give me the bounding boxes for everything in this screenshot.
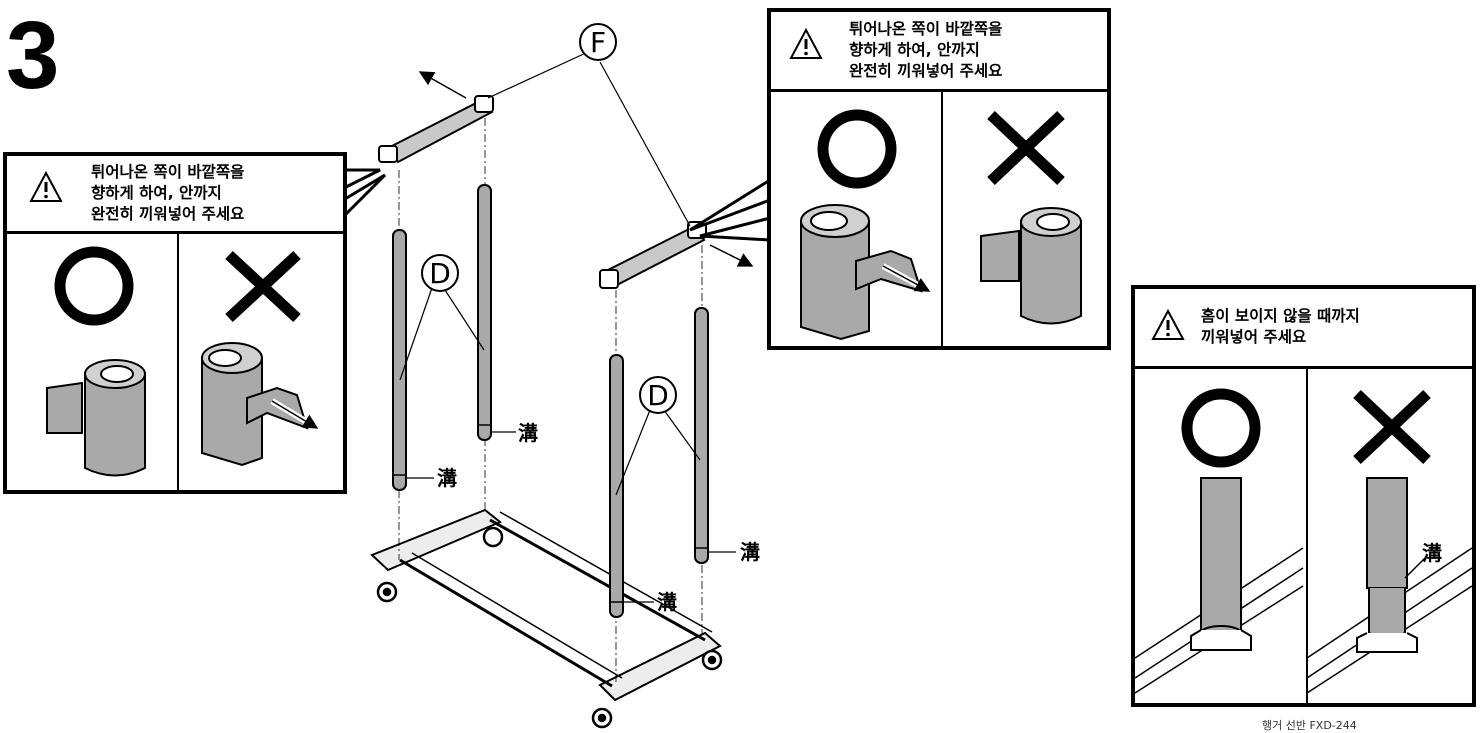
groove-label: 溝 [657, 590, 677, 614]
part-label-f: F [590, 26, 606, 59]
warning-triangle-icon [29, 171, 63, 202]
part-label-d-right: D [647, 379, 669, 412]
groove-label: 溝 [1422, 541, 1442, 565]
part-label-f-circle [579, 23, 617, 61]
step-number: 3 [6, 2, 60, 109]
cross-x-icon [1353, 389, 1431, 465]
top-right-instruction-panel: 튀어나온 쪽이 바깥쪽을 향하게 하여, 안까지 완전히 끼워넣어 주세요 [767, 8, 1111, 350]
top-right-panel-illustrations [800, 109, 1082, 341]
circle-o-icon [817, 109, 897, 189]
warning-triangle-icon [1151, 309, 1185, 340]
bottom-right-instruction-panel: 홈이 보이지 않을 때까지 끼워넣어 주세요 溝 [1131, 285, 1476, 707]
poles-d [392, 184, 709, 618]
part-label-d-circle-right [639, 376, 677, 414]
groove-label: 溝 [740, 540, 760, 564]
footer-text: 행거 선반 FXD-244 [1262, 719, 1357, 732]
part-label-d-circle-left [421, 254, 459, 292]
cross-x-icon [225, 250, 301, 323]
groove-label: 溝 [437, 466, 457, 490]
warning-text: 튀어나온 쪽이 바깥쪽을 향하게 하여, 안까지 완전히 끼워넣어 주세요 [91, 163, 245, 223]
warning-text: 홈이 보이지 않을 때까지 끼워넣어 주세요 [1201, 307, 1360, 346]
rack-base [370, 508, 722, 702]
cross-x-icon [987, 110, 1065, 186]
warning-triangle-icon [789, 28, 823, 59]
circle-o-icon [54, 246, 134, 326]
left-instruction-panel: 튀어나온 쪽이 바깥쪽을 향하게 하여, 안까지 완전히 끼워넣어 주세요 [3, 152, 347, 494]
bottom-right-panel-illustrations [1135, 388, 1472, 694]
caster-wheels [376, 526, 723, 729]
groove-label: 溝 [518, 421, 538, 445]
part-label-d-left: D [429, 257, 451, 290]
circle-o-icon [1181, 388, 1261, 468]
warning-text: 튀어나온 쪽이 바깥쪽을 향하게 하여, 안까지 완전히 끼워넣어 주세요 [849, 20, 1003, 80]
callout-pointers [334, 168, 771, 242]
left-panel-illustrations [46, 246, 319, 477]
